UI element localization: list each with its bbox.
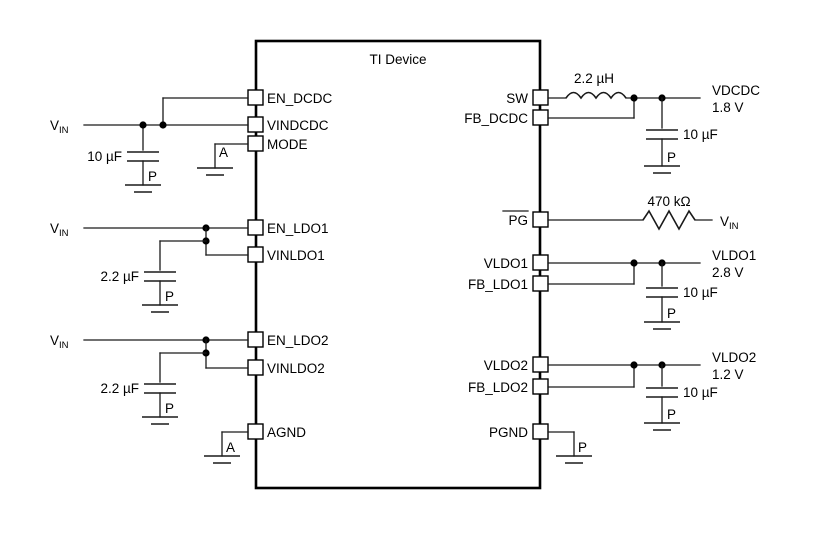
junction-ldo2-fb [630, 361, 638, 369]
cap-value-cout-ldo2: 10 µF [683, 385, 718, 400]
pin-label-fb-ldo2: FB_LDO2 [468, 380, 528, 395]
gnd-label-p4: P [667, 150, 676, 165]
pin-label-pgnd: PGND [489, 425, 528, 440]
junction-ldo1-fb [630, 259, 638, 267]
cap-value-cin-dcdc: 10 µF [87, 149, 122, 164]
pin-label-sw: SW [506, 91, 528, 106]
cap-value-cout-dcdc: 10 µF [683, 127, 718, 142]
pin-label-vldo2: VLDO2 [484, 358, 528, 373]
output-voltage-vldo1: 2.8 V [712, 265, 744, 280]
pin-fb-ldo1[interactable] [532, 275, 549, 292]
pin-en-dcdc[interactable] [247, 89, 264, 106]
pin-label-en-dcdc: EN_DCDC [267, 91, 333, 106]
pin-label-en-ldo1: EN_LDO1 [267, 221, 329, 236]
resistor-symbol-rpg [642, 209, 696, 231]
pin-en-ldo2[interactable] [247, 331, 264, 348]
gnd-label-p6: P [667, 407, 676, 422]
pin-en-ldo1[interactable] [247, 219, 264, 236]
pin-vindcdc[interactable] [247, 116, 264, 133]
output-voltage-vldo2: 1.2 V [712, 367, 744, 382]
cap-value-cin-ldo2: 2.2 µF [100, 381, 139, 396]
pin-label-agnd: AGND [267, 425, 306, 440]
gnd-label-p1: P [148, 169, 157, 184]
supply-label-vin-1: VIN [50, 118, 69, 136]
pin-vldo2[interactable] [532, 356, 549, 373]
output-name-vldo1: VLDO1 [712, 248, 756, 263]
supply-label-vin-2: VIN [50, 221, 69, 239]
pin-label-pg: PG [508, 213, 528, 228]
pin-label-vindcdc: VINDCDC [267, 118, 329, 133]
pin-mode[interactable] [247, 135, 264, 152]
pin-sw[interactable] [532, 89, 549, 106]
output-name-vldo2: VLDO2 [712, 350, 756, 365]
inductor-symbol [565, 91, 627, 100]
pin-label-en-ldo2: EN_LDO2 [267, 333, 329, 348]
pin-vinldo1[interactable] [247, 246, 264, 263]
gnd-label-a2: A [226, 440, 235, 455]
device-title: TI Device [369, 52, 426, 67]
pin-pgnd[interactable] [532, 423, 549, 440]
pin-label-fb-dcdc: FB_DCDC [464, 111, 528, 126]
output-name-vdcdc: VDCDC [712, 83, 760, 98]
pin-label-vinldo1: VINLDO1 [267, 248, 325, 263]
pin-label-fb-ldo1: FB_LDO1 [468, 277, 528, 292]
pin-label-mode: MODE [267, 137, 308, 152]
cap-value-cin-ldo1: 2.2 µF [100, 269, 139, 284]
pin-pg[interactable] [532, 211, 549, 228]
gnd-label-p5: P [667, 306, 676, 321]
gnd-label-p7: P [578, 440, 587, 455]
gnd-label-p3: P [165, 401, 174, 416]
junction-dcdc-fb [630, 94, 638, 102]
resistor-value-rpg: 470 kΩ [647, 194, 690, 209]
pin-label-vinldo2: VINLDO2 [267, 361, 325, 376]
pin-fb-ldo2[interactable] [532, 378, 549, 395]
junction-vin1-cap [139, 121, 147, 129]
pin-fb-dcdc[interactable] [532, 109, 549, 126]
gnd-label-p2: P [165, 289, 174, 304]
gnd-label-a1: A [219, 145, 228, 160]
inductor-value: 2.2 µH [574, 71, 614, 86]
pin-agnd[interactable] [247, 423, 264, 440]
junction-vin1-en [159, 121, 167, 129]
output-voltage-vdcdc: 1.8 V [712, 100, 744, 115]
pin-vldo1[interactable] [532, 254, 549, 271]
supply-label-vin-3: VIN [50, 333, 69, 351]
cap-value-cout-ldo1: 10 µF [683, 285, 718, 300]
pin-label-vldo1: VLDO1 [484, 256, 528, 271]
pin-vinldo2[interactable] [247, 359, 264, 376]
supply-label-vin-pg: VIN [720, 214, 739, 232]
